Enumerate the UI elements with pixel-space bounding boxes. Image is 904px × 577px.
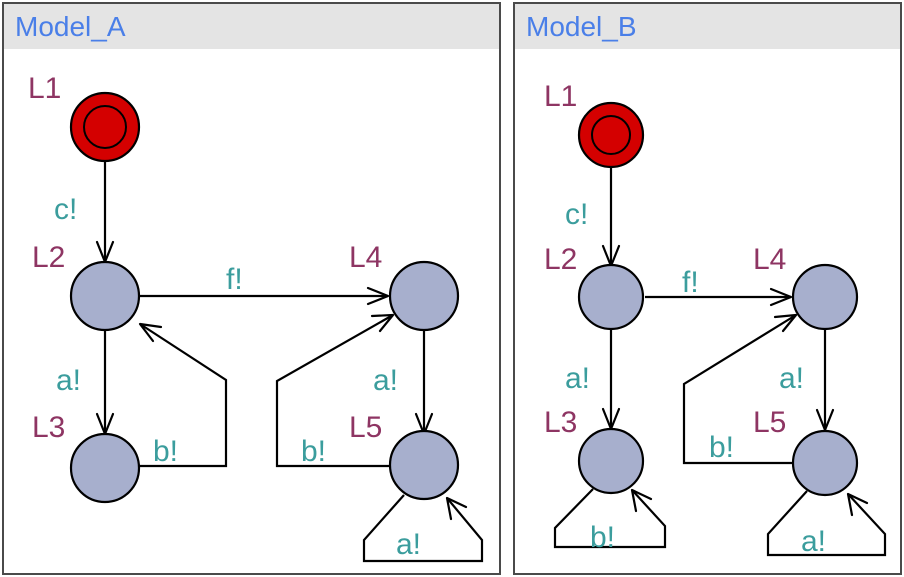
edge-label-l4-l5: a! (779, 362, 804, 395)
edge-l3-l2-arrowhead (138, 322, 163, 343)
edge-label-l3-l2: b! (153, 435, 178, 468)
model-a-panel: Model_A L1 L2 L3 L4 L5 c! (2, 2, 501, 575)
model-a-diagram: L1 L2 L3 L4 L5 c! f! a! b! a! b! a! (28, 72, 484, 563)
location-label-l3: L3 (544, 406, 577, 439)
location-l3[interactable] (69, 432, 141, 504)
edge-label-l1-l2: c! (54, 193, 77, 226)
edge-l5-l4[interactable] (275, 314, 394, 468)
l1-initial-marker (69, 91, 141, 163)
edge-l3-self[interactable] (553, 488, 667, 549)
location-l2[interactable] (577, 263, 645, 331)
model-b-title: Model_B (515, 4, 900, 49)
edge-label-l1-l2: c! (565, 198, 588, 231)
location-label-l1: L1 (28, 72, 61, 105)
edge-label-l5-l4: b! (709, 431, 734, 464)
edge-label-l3-self: b! (590, 521, 615, 554)
edge-l5-l4[interactable] (682, 314, 797, 465)
location-label-l4: L4 (753, 243, 786, 276)
location-label-l2: L2 (544, 243, 577, 276)
edge-label-l2-l3: a! (565, 362, 590, 395)
edge-l5-self-arrowhead (445, 496, 468, 521)
location-l4[interactable] (388, 260, 460, 332)
location-l2[interactable] (69, 260, 141, 332)
location-l5[interactable] (791, 429, 859, 497)
location-label-l1: L1 (544, 80, 577, 113)
location-l5[interactable] (388, 429, 460, 501)
model-b-diagram: L1 L2 L3 L4 L5 c! f! a! b! a! b! a! (544, 80, 887, 558)
model-b-panel: Model_B L1 L2 L3 L4 L5 c! (513, 2, 902, 575)
edge-l5-l4-arrowhead (370, 313, 395, 333)
edge-l3-self-arrowhead (630, 488, 653, 513)
location-label-l2: L2 (32, 241, 65, 274)
edge-label-l2-l3: a! (56, 364, 81, 397)
location-label-l5: L5 (349, 411, 382, 444)
edge-label-l4-l5: a! (373, 364, 398, 397)
location-l1[interactable] (69, 91, 141, 163)
edge-l2-l4-arrowhead (366, 286, 390, 306)
l1-initial-ring (591, 115, 631, 155)
edge-label-l5-l4: b! (301, 435, 326, 468)
edge-l5-self[interactable] (362, 494, 484, 563)
edge-label-l5-self: a! (396, 528, 421, 561)
edge-label-l5-self: a! (801, 525, 826, 558)
edge-l2-l4-arrowhead (769, 287, 793, 307)
location-l3[interactable] (577, 427, 645, 495)
location-label-l3: L3 (32, 411, 65, 444)
edge-l3-l2[interactable] (139, 323, 228, 468)
edge-label-l2-l4: f! (682, 266, 699, 299)
l1-initial-ring (83, 105, 127, 149)
location-l4[interactable] (791, 263, 859, 331)
model-a-title: Model_A (4, 4, 499, 49)
edge-l5-l4-arrowhead (773, 313, 798, 333)
location-label-l4: L4 (349, 241, 382, 274)
edge-label-l2-l4: f! (226, 263, 243, 296)
edge-l5-self-arrowhead (846, 492, 869, 517)
l1-initial-marker (577, 101, 645, 169)
location-l1[interactable] (577, 101, 645, 169)
location-label-l5: L5 (753, 406, 786, 439)
edge-l5-self[interactable] (766, 490, 887, 557)
